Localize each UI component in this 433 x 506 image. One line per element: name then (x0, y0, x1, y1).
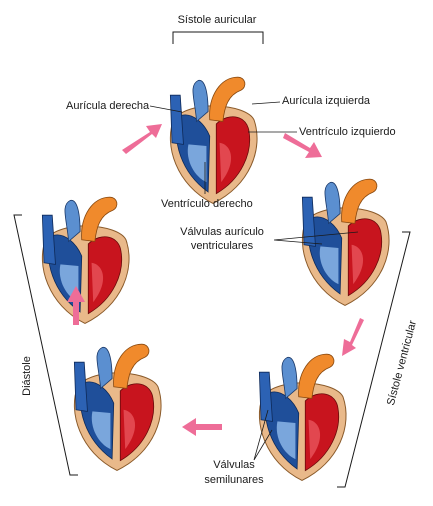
label-valvulas-av-line1: Válvulas aurículo (180, 226, 264, 238)
heart-left-lower (73, 343, 162, 471)
heart-top-atrial-systole (169, 76, 258, 204)
bracket-ventricular-systole (337, 231, 411, 488)
label-auricula-derecha: Aurícula derecha (66, 100, 150, 112)
heart-right-upper (301, 178, 390, 306)
label-valvulas-sl-line2: semilunares (204, 474, 264, 486)
bracket-diastole (13, 214, 78, 476)
leader-auricula-derecha (149, 105, 183, 113)
cycle-arrow-5 (67, 286, 85, 325)
label-diastole: Diástole (21, 356, 33, 396)
leader-valvulas-av (273, 231, 359, 245)
heart-left-upper (41, 196, 130, 324)
cycle-arrow-2 (283, 133, 322, 158)
leader-valvulas-sl (253, 409, 273, 461)
label-sistole-auricular: Sístole auricular (177, 14, 257, 26)
cycle-arrow-4 (182, 418, 222, 436)
cycle-arrow-3 (342, 318, 364, 356)
leader-auricula-izquierda (251, 101, 281, 105)
cycle-arrow-1 (122, 124, 162, 154)
label-valvulas-sl-line1: Válvulas (213, 459, 255, 471)
label-ventriculo-derecho: Ventrículo derecho (161, 198, 253, 210)
label-auricula-izquierda: Aurícula izquierda (282, 95, 371, 107)
label-valvulas-av-line2: ventriculares (190, 240, 254, 252)
label-ventriculo-izquierdo: Ventrículo izquierdo (299, 126, 396, 138)
bracket-atrial-systole (172, 31, 264, 44)
